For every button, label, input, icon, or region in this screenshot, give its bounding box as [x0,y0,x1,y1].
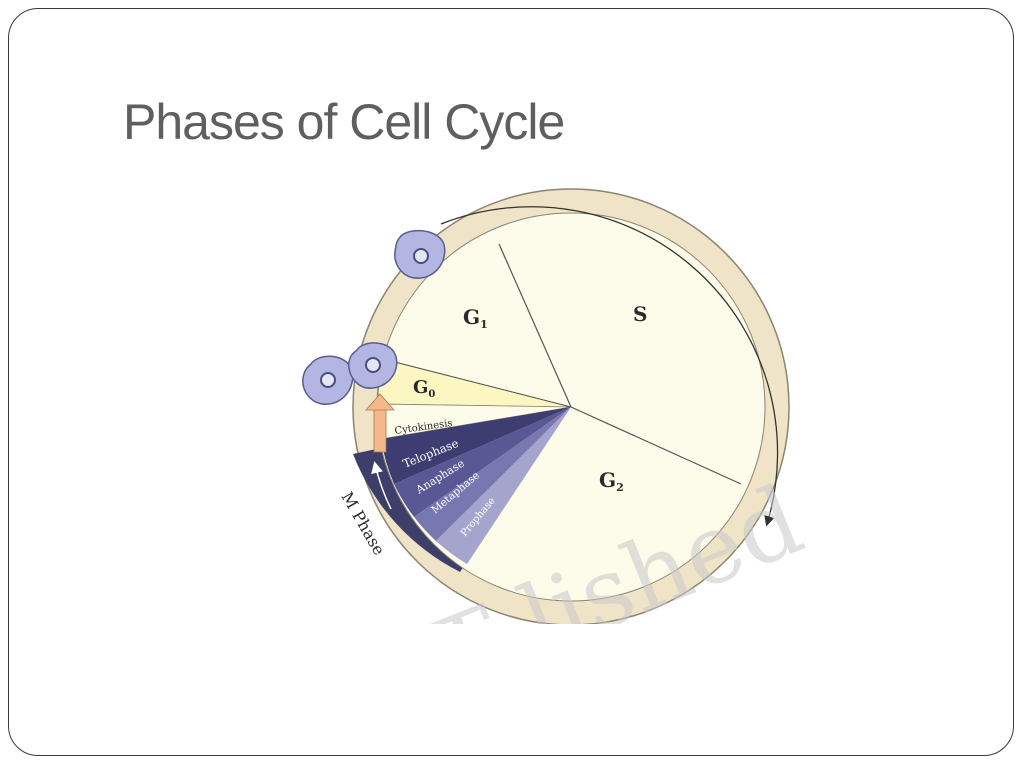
prophase-wedge [436,407,571,564]
cell-cycle-diagram: G1 S G2 G0 Cytokinesis Telophase Anaphas… [302,188,817,624]
slide: Phases of Cell Cycle [8,8,1014,756]
label-s: S [633,302,647,326]
telophase-wedge [381,407,571,484]
cell-icon [348,342,398,389]
divider-g1-s [498,243,572,408]
label-g1: G1 [463,305,488,331]
m-phase-arrow [371,461,392,510]
cycle-direction-arrow [440,206,779,527]
label-g2: G2 [599,468,624,494]
cell-icon [394,229,446,279]
cytokinesis-arrow-icon [365,393,395,453]
divider-s-g2 [570,406,742,485]
anaphase-wedge [394,407,571,517]
slide-title: Phases of Cell Cycle [123,94,565,150]
cell-icon [302,355,354,405]
metaphase-wedge [414,407,571,541]
label-g0: G0 [413,377,435,400]
divider-g1-g0 [382,358,572,408]
